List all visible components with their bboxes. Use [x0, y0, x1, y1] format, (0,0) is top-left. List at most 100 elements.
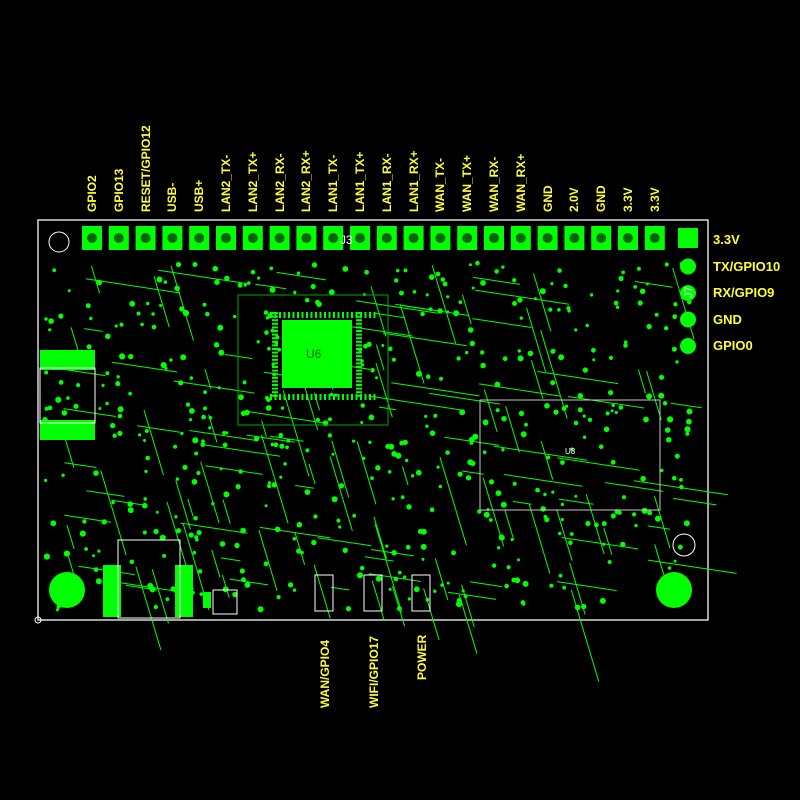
via: [188, 532, 194, 538]
via: [263, 561, 269, 567]
via: [370, 476, 374, 480]
chip-pin: [272, 337, 278, 340]
via: [195, 538, 199, 542]
via: [238, 394, 244, 401]
top-header-drill: [87, 233, 97, 243]
top-pin-label: GND: [540, 185, 555, 212]
via: [43, 553, 51, 560]
via: [222, 431, 227, 435]
trace: [100, 470, 127, 556]
via: [608, 355, 614, 360]
main-chip-label: U6: [306, 347, 322, 361]
via: [271, 362, 275, 367]
chip-pin: [356, 333, 362, 336]
chip-pin: [319, 394, 322, 400]
via: [535, 487, 540, 493]
chip-pin: [333, 394, 335, 400]
trace: [558, 498, 594, 505]
via: [501, 416, 507, 422]
trace: [200, 461, 220, 524]
via: [111, 500, 115, 505]
via: [550, 380, 556, 386]
bottom-connector-j8: [103, 565, 121, 617]
via: [274, 340, 279, 345]
chip-pin: [279, 394, 281, 400]
via: [494, 269, 500, 274]
via: [558, 531, 562, 536]
via: [475, 260, 480, 266]
via: [397, 570, 402, 575]
chip-pin: [310, 312, 313, 318]
via: [279, 475, 283, 479]
trace: [672, 267, 695, 340]
via: [574, 328, 578, 332]
chip-pin: [346, 394, 349, 400]
trace: [261, 434, 289, 524]
trace: [567, 396, 645, 409]
top-pin-label: WAN_TX-: [433, 158, 448, 212]
via: [496, 546, 501, 550]
via: [142, 530, 147, 535]
via: [407, 597, 412, 601]
via: [677, 544, 683, 550]
via: [329, 392, 334, 397]
trace: [391, 382, 480, 397]
trace: [90, 265, 101, 294]
via: [293, 290, 297, 295]
via: [582, 435, 587, 439]
chip-pin: [270, 394, 272, 400]
via: [269, 266, 274, 271]
via: [360, 359, 364, 363]
chip-pin: [272, 391, 278, 394]
chip-pin: [328, 312, 331, 318]
trace: [341, 324, 413, 337]
via: [611, 403, 615, 408]
chip-pin: [272, 351, 278, 354]
via: [465, 475, 472, 481]
via: [417, 529, 423, 534]
via: [607, 560, 612, 564]
bottom-connector-j8: [175, 565, 193, 617]
via: [438, 484, 443, 489]
trace: [64, 514, 112, 523]
trace: [111, 499, 147, 506]
trace: [329, 456, 353, 532]
via: [93, 470, 99, 476]
top-header-drill: [274, 233, 285, 243]
led-power: [411, 574, 431, 612]
trace: [493, 445, 588, 461]
via: [370, 367, 375, 373]
via: [145, 455, 150, 461]
via: [433, 589, 437, 593]
via: [664, 262, 669, 267]
trace: [503, 474, 583, 487]
via: [244, 581, 251, 588]
via: [465, 350, 469, 355]
trace: [258, 530, 278, 592]
chip-pin: [356, 380, 362, 383]
via: [679, 262, 684, 266]
via: [514, 577, 521, 584]
trace: [392, 585, 406, 627]
trace: [66, 525, 75, 549]
trace: [653, 495, 671, 549]
trace: [221, 574, 230, 598]
via: [375, 575, 382, 582]
top-header-drill: [408, 233, 419, 243]
chip-pin: [369, 394, 371, 400]
top-pin-label: GND: [594, 185, 609, 212]
chip-pin: [272, 333, 278, 336]
via: [234, 542, 240, 549]
trace: [63, 408, 116, 417]
chip-pin: [272, 322, 278, 325]
via: [305, 448, 310, 453]
via: [510, 538, 514, 542]
via: [151, 324, 157, 330]
via: [153, 528, 159, 535]
via: [363, 343, 368, 349]
via: [129, 559, 135, 565]
connector-j7-label: J7: [683, 286, 695, 298]
via: [145, 301, 150, 306]
trace: [151, 569, 169, 624]
chip-pin: [272, 358, 278, 361]
